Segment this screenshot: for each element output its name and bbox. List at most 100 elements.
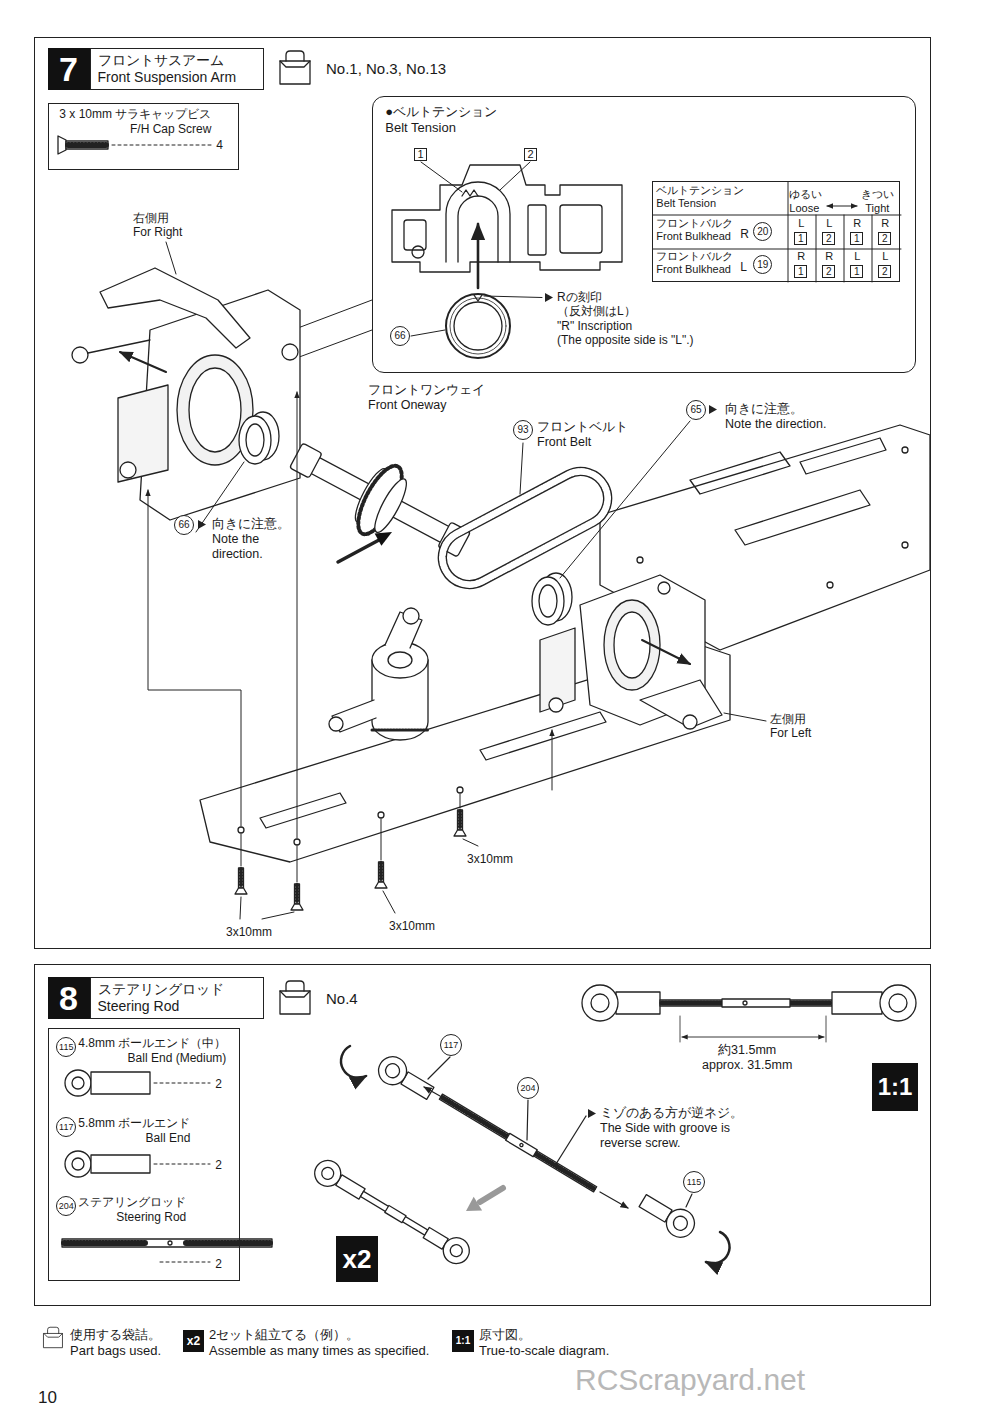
bag-icon bbox=[280, 991, 310, 1014]
steering-rod-204 bbox=[439, 1093, 597, 1193]
step-title-holder: フロントサスアーム Front Suspension Arm bbox=[90, 48, 264, 90]
scale-rod bbox=[832, 992, 882, 1014]
screw-icon bbox=[58, 136, 66, 154]
position-number-holder: 2 bbox=[878, 232, 891, 245]
callout-number-holder: 204 bbox=[56, 1196, 76, 1216]
bag-icon bbox=[280, 991, 310, 997]
ball-end-icon bbox=[91, 1155, 150, 1173]
ball-end-icon bbox=[154, 1164, 210, 1165]
screw bbox=[239, 868, 244, 888]
assembled-rod bbox=[319, 1165, 335, 1181]
bearing-65 bbox=[539, 585, 557, 617]
left-bulkhead bbox=[540, 575, 766, 729]
bag-icon bbox=[286, 981, 304, 991]
note: Rの刻印 （反対側はL） "R" Inscription (The opposi… bbox=[557, 290, 694, 348]
bearing-66 bbox=[196, 412, 279, 532]
table-grid bbox=[653, 215, 901, 216]
bulkhead-side-view bbox=[421, 162, 462, 192]
ball-end-icon bbox=[65, 1070, 91, 1096]
right-bulkhead bbox=[118, 385, 168, 482]
scale-rod bbox=[880, 985, 916, 1021]
table-header: Loose bbox=[789, 202, 819, 215]
watermark: RCScrapyard.net bbox=[575, 1362, 805, 1398]
screw bbox=[291, 904, 303, 910]
parts-box: 1154.8mm ボールエンド（中） Ball End (Medium)2117… bbox=[48, 1028, 240, 1281]
bearing-ring-66 bbox=[450, 298, 506, 354]
scale-rod bbox=[582, 985, 618, 1021]
bearing-ring-66 bbox=[454, 302, 502, 350]
position-number: 1 bbox=[854, 266, 860, 278]
right-bulkhead bbox=[100, 268, 250, 348]
screw bbox=[375, 862, 387, 888]
step-number-holder: 7 bbox=[48, 48, 90, 90]
scale-rod bbox=[790, 1001, 830, 1006]
right-bulkhead bbox=[166, 242, 176, 274]
legend-text: 使用する袋詰。 Part bags used. bbox=[70, 1327, 161, 1358]
position-number-holder: 1 bbox=[414, 148, 427, 161]
leader-line bbox=[240, 839, 478, 919]
scale-rod bbox=[662, 1001, 722, 1006]
position-number-holder: 1 bbox=[794, 232, 807, 245]
bulkhead-side-view bbox=[477, 224, 480, 288]
bag-icon bbox=[280, 51, 310, 84]
table-header-holder: Tight bbox=[865, 198, 889, 216]
bulkhead-side-view bbox=[392, 165, 622, 272]
insert-arrow bbox=[375, 532, 392, 546]
bearing-ring-66 bbox=[545, 293, 553, 302]
table-header: ベルトテンション Belt Tension bbox=[656, 184, 744, 210]
lower-chassis bbox=[378, 812, 384, 818]
bearing-ring-66 bbox=[446, 294, 510, 358]
assembly-arrow bbox=[341, 1046, 730, 1264]
position-number-holder: 1 bbox=[794, 265, 807, 278]
scale-rod bbox=[680, 1016, 681, 1042]
table-cell: L bbox=[798, 217, 804, 230]
scale-badge: 1:1 bbox=[456, 1336, 470, 1346]
count-badge-holder: x2 bbox=[183, 1330, 204, 1352]
callout-number: 115 bbox=[59, 1042, 73, 1053]
scale-rod bbox=[722, 999, 790, 1007]
step-number-holder: 8 bbox=[48, 977, 90, 1019]
screw-size: 3x10mm bbox=[389, 919, 435, 933]
front-belt bbox=[438, 467, 611, 588]
part-name-holder: 4.8mm ボールエンド（中） Ball End (Medium) bbox=[78, 1036, 226, 1065]
lower-chassis bbox=[457, 787, 463, 793]
bag-icon bbox=[286, 51, 304, 61]
part-name: フロントワンウェイ Front Oneway bbox=[368, 383, 485, 413]
assembled-rod bbox=[360, 1191, 427, 1235]
part-count: 2 bbox=[215, 1158, 222, 1172]
ball-end-icon bbox=[65, 1151, 210, 1177]
assembly-line bbox=[381, 819, 382, 860]
ball-end-115 bbox=[661, 1204, 699, 1242]
callout-number-holder: 117 bbox=[440, 1034, 462, 1056]
position-number: 2 bbox=[826, 266, 832, 278]
note: 向きに注意。 Note the direction. bbox=[725, 402, 826, 432]
main-chassis bbox=[827, 582, 833, 588]
position-number-holder: 1 bbox=[850, 232, 863, 245]
left-bulkhead bbox=[549, 698, 563, 712]
tension-table: ベルトテンション Belt TensionゆるいきついLooseTightフロン… bbox=[652, 181, 900, 282]
scale-rod bbox=[889, 994, 907, 1012]
part-name-holder: 5.8mm ボールエンド Ball End bbox=[78, 1116, 190, 1145]
callout-number-holder: 65 bbox=[686, 400, 706, 420]
callout-number: 115 bbox=[687, 1177, 701, 1188]
assembly-arrow bbox=[341, 1046, 366, 1078]
callout-number: 93 bbox=[517, 424, 528, 436]
part-name-holder: フロントベルト Front Belt bbox=[537, 420, 628, 450]
right-bulkhead bbox=[189, 368, 241, 452]
table-header-holder: Loose bbox=[789, 198, 819, 216]
table-row-label: R bbox=[740, 227, 749, 241]
leader-line bbox=[463, 839, 478, 846]
front-oneway bbox=[369, 475, 411, 535]
count-badge: x2 bbox=[187, 1335, 200, 1347]
scale-badge-holder: 1:1 bbox=[872, 1063, 918, 1111]
grey-arrow bbox=[466, 1188, 503, 1211]
screw bbox=[458, 810, 463, 830]
step-number: 7 bbox=[59, 52, 78, 86]
table-cell: R bbox=[797, 250, 805, 263]
bag-label: No.1, No.3, No.13 bbox=[326, 60, 446, 78]
left-bulkhead bbox=[614, 612, 650, 678]
assembled-rod bbox=[385, 1205, 406, 1222]
scale-rod bbox=[591, 994, 609, 1012]
table-cell: L bbox=[882, 250, 888, 263]
bag-icon bbox=[44, 1327, 63, 1347]
